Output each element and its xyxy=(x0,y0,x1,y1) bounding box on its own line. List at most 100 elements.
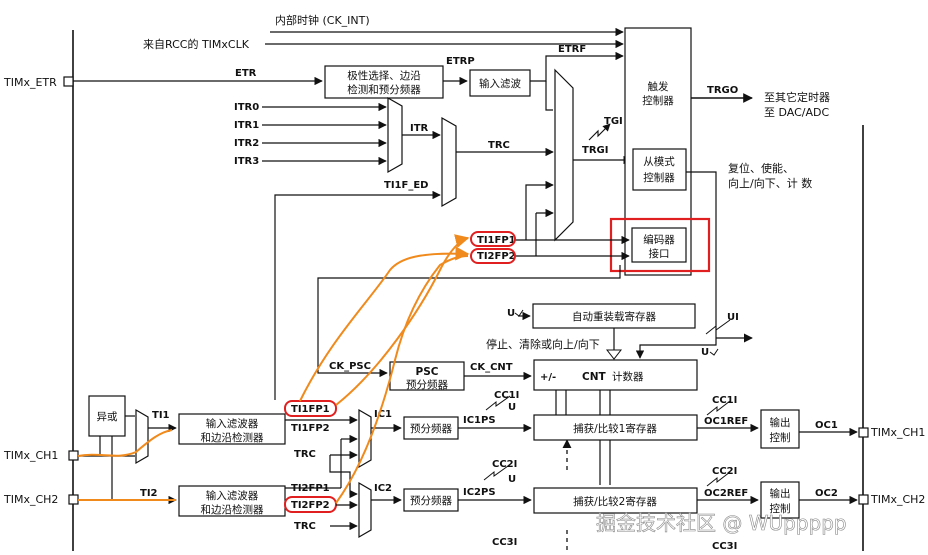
ic2-label: IC2 xyxy=(374,483,392,494)
polarity-line1: 极性选择、边沿 xyxy=(347,69,421,82)
slave-note-1: 复位、使能、 xyxy=(728,161,794,175)
trc-label: TRC xyxy=(488,140,510,151)
itr1-label: ITR1 xyxy=(234,120,259,131)
u-c2-label: U xyxy=(508,474,516,485)
trigger-select-mux xyxy=(554,68,574,242)
etrp-label: ETRP xyxy=(446,56,475,67)
out-ctrl-2-line2: 控制 xyxy=(770,502,791,515)
in-filter-2-line2: 和边沿检测器 xyxy=(201,503,264,516)
orange-path-ti1fp1 xyxy=(335,234,470,406)
trc-1-label: TRC xyxy=(294,449,316,460)
to-other-timer-note: 至其它定时器 xyxy=(764,90,830,104)
timx-etr-pin-label: TIMx_ETR xyxy=(3,76,57,89)
orange-path-ti2fp2 xyxy=(335,255,469,504)
oc1ref-label: OC1REF xyxy=(704,416,748,427)
cc1i-b-label: CC1I xyxy=(712,395,737,406)
ic1-label: IC1 xyxy=(374,409,392,420)
ic1-mux xyxy=(358,408,372,469)
arr-u-label: U xyxy=(507,308,515,319)
ti2-label: TI2 xyxy=(140,488,158,499)
ti1fp1-top-label: TI1FP1 xyxy=(477,235,516,246)
ti1fp1-top-highlight xyxy=(470,231,516,247)
u-c1-label: U xyxy=(508,402,516,413)
itr-mux xyxy=(387,96,403,174)
auto-reload-register xyxy=(532,303,696,329)
ti1-label: TI1 xyxy=(152,410,170,421)
timx-ch1-out-pin xyxy=(858,427,869,438)
ti2fp2-top-label: TI2FP2 xyxy=(477,251,516,262)
xor-block xyxy=(88,395,126,437)
slave-note-2: 向上/向下、计 数 xyxy=(728,176,812,190)
ck-int-label: 内部时钟 (CK_INT) xyxy=(275,13,370,27)
ti1f-ed-label: TI1F_ED xyxy=(384,180,428,191)
ui-label: UI xyxy=(727,312,739,323)
encoder-line2: 接口 xyxy=(649,247,670,260)
out-ctrl-1-line2: 控制 xyxy=(770,431,791,444)
plus-minus-label: +/- xyxy=(540,372,556,383)
psc-title: PSC xyxy=(416,366,439,378)
out-ctrl-2-line1: 输出 xyxy=(770,487,791,500)
ti1fp2-label: TI1FP2 xyxy=(291,423,330,434)
input-filter-ch2-block xyxy=(178,485,286,517)
capture-2-label: 捕获/比较2寄存器 xyxy=(573,495,657,508)
input-filter-label: 输入滤波 xyxy=(479,77,521,90)
ui-u-label: U xyxy=(701,347,709,358)
auto-reload-label: 自动重装载寄存器 xyxy=(572,310,656,323)
output-control-1-block xyxy=(760,409,800,449)
input-filter-block xyxy=(469,69,531,97)
prescaler-1-label: 预分频器 xyxy=(410,422,452,435)
in-filter-1-line1: 输入滤波器 xyxy=(206,417,259,430)
trgo-label: TRGO xyxy=(707,85,738,96)
ic2ps-label: IC2PS xyxy=(463,487,496,498)
psc-sub: 预分频器 xyxy=(406,378,448,391)
itr-label: ITR xyxy=(410,123,429,134)
slave-ctrl-line2: 控制器 xyxy=(643,171,675,184)
itr2-label: ITR2 xyxy=(234,138,259,149)
out-ctrl-1-line1: 输出 xyxy=(770,416,791,429)
xor-label: 异或 xyxy=(97,411,118,423)
cc3i-b-label: CC3I xyxy=(712,541,737,551)
trc-2-label: TRC xyxy=(294,521,316,532)
tgi-label: TGI xyxy=(604,116,623,127)
oc1-label: OC1 xyxy=(815,420,838,431)
timx-ch2-in-pin xyxy=(68,494,79,505)
prescaler-2-label: 预分频器 xyxy=(410,494,452,507)
ti2fp2-label: TI2FP2 xyxy=(291,500,330,511)
encoder-highlight-box xyxy=(609,217,711,273)
watermark: 掘金技术社区 @ WUppppp xyxy=(596,511,847,535)
timx-ch1-in-pin xyxy=(68,450,79,461)
trigger-ctrl-line1: 触发 xyxy=(648,80,669,93)
oc2-label: OC2 xyxy=(815,488,838,499)
polarity-line2: 检测和预分频器 xyxy=(347,83,421,96)
trc-mux xyxy=(441,116,457,208)
cc1i-a-label: CC1I xyxy=(494,390,519,401)
ic1ps-label: IC1PS xyxy=(463,415,496,426)
slave-ctrl-line1: 从模式 xyxy=(643,155,675,168)
itr0-label: ITR0 xyxy=(234,102,259,113)
ck-psc-label: CK_PSC xyxy=(329,361,371,372)
timx-ch2-in-label: TIMx_CH2 xyxy=(3,493,58,506)
rcc-clk-label: 来自RCC的 TIMxCLK xyxy=(143,37,250,51)
orange-path-ti1fp1-alt xyxy=(299,246,470,402)
trgi-label: TRGI xyxy=(582,145,608,156)
ck-cnt-label: CK_CNT xyxy=(470,362,513,373)
cc2i-b-label: CC2I xyxy=(712,466,737,477)
itr3-label: ITR3 xyxy=(234,156,259,167)
slave-mode-controller-block xyxy=(632,148,687,191)
output-control-2-block xyxy=(760,481,800,519)
etrf-label: ETRF xyxy=(558,44,586,55)
cc2i-a-label: CC2I xyxy=(492,459,517,470)
orange-path-ch1-in xyxy=(77,429,173,457)
encoder-line1: 编码器 xyxy=(643,233,675,246)
to-dac-note: 至 DAC/ADC xyxy=(764,106,829,119)
in-filter-1-line2: 和边沿检测器 xyxy=(201,431,264,444)
ti2fp2-top-highlight xyxy=(470,248,516,264)
trigger-ctrl-line2: 控制器 xyxy=(642,94,674,107)
timx-etr-pin xyxy=(63,76,74,87)
polarity-select-block xyxy=(324,65,444,99)
timx-ch2-out-pin xyxy=(858,494,869,505)
oc2ref-label: OC2REF xyxy=(704,488,748,499)
input-filter-ch1-block xyxy=(178,413,286,445)
encoder-interface-block xyxy=(631,227,687,263)
